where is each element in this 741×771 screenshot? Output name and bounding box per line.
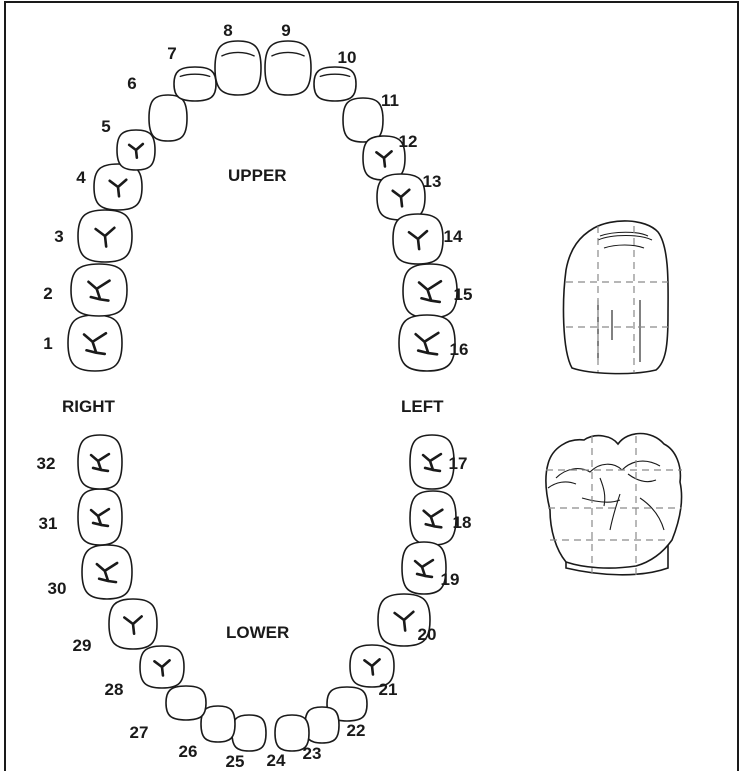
tooth-number-16: 16 [450, 340, 469, 359]
tooth-10[interactable] [314, 67, 356, 101]
tooth-1[interactable] [68, 315, 122, 371]
tooth-crown-outline [174, 67, 216, 101]
tooth-19[interactable] [402, 542, 446, 594]
tooth-8[interactable] [215, 41, 261, 95]
right-label: RIGHT [62, 397, 116, 416]
tooth-number-14: 14 [444, 227, 463, 246]
tooth-6[interactable] [149, 95, 187, 141]
tooth-13[interactable] [377, 174, 425, 220]
tooth-number-27: 27 [130, 723, 149, 742]
tooth-number-2: 2 [43, 284, 52, 303]
tooth-number-32: 32 [37, 454, 56, 473]
tooth-number-21: 21 [379, 680, 398, 699]
tooth-4[interactable] [94, 164, 142, 210]
tooth-number-22: 22 [347, 721, 366, 740]
tooth-number-24: 24 [267, 751, 286, 770]
tooth-23[interactable] [305, 707, 339, 743]
tooth-number-13: 13 [423, 172, 442, 191]
tooth-27[interactable] [166, 686, 206, 720]
left-label: LEFT [401, 397, 444, 416]
upper-label: UPPER [228, 166, 287, 185]
tooth-crown-outline [265, 41, 311, 95]
tooth-crown-outline [343, 98, 383, 142]
tooth-crown-outline [399, 315, 455, 371]
tooth-number-10: 10 [338, 48, 357, 67]
tooth-crown-outline [149, 95, 187, 141]
tooth-number-4: 4 [76, 168, 86, 187]
tooth-30[interactable] [82, 545, 132, 599]
tooth-number-11: 11 [381, 91, 399, 110]
lower-label: LOWER [226, 623, 289, 642]
tooth-crown-outline [78, 435, 122, 489]
tooth-28[interactable] [140, 646, 184, 688]
tooth-18[interactable] [410, 491, 456, 545]
tooth-number-17: 17 [449, 454, 468, 473]
tooth-crown-outline [215, 41, 261, 95]
tooth-number-labels: 1234567891011121314151617181920212223242… [37, 21, 473, 771]
tooth-crown-outline [305, 707, 339, 743]
tooth-32[interactable] [78, 435, 122, 489]
tooth-2[interactable] [71, 264, 127, 316]
tooth-number-8: 8 [223, 21, 232, 40]
tooth-number-18: 18 [453, 513, 472, 532]
tooth-14[interactable] [393, 214, 443, 264]
tooth-11[interactable] [343, 98, 383, 142]
tooth-17[interactable] [410, 435, 454, 489]
tooth-crown-outline [201, 706, 235, 742]
tooth-3[interactable] [78, 210, 132, 262]
tooth-crown-outline [68, 315, 122, 371]
tooth-crown-outline [403, 264, 457, 318]
tooth-crown-outline [166, 686, 206, 720]
tooth-crown-outline [410, 491, 456, 545]
tooth-26[interactable] [201, 706, 235, 742]
tooth-crown-outline [314, 67, 356, 101]
tooth-crown-outline [71, 264, 127, 316]
tooth-31[interactable] [78, 489, 122, 545]
tooth-crown-outline [232, 715, 266, 751]
tooth-crown-outline [402, 542, 446, 594]
tooth-5[interactable] [117, 130, 155, 170]
tooth-29[interactable] [109, 599, 157, 649]
tooth-number-23: 23 [303, 744, 322, 763]
tooth-9[interactable] [265, 41, 311, 95]
tooth-number-15: 15 [454, 285, 473, 304]
tooth-7[interactable] [174, 67, 216, 101]
tooth-15[interactable] [403, 264, 457, 318]
tooth-25[interactable] [232, 715, 266, 751]
tooth-number-26: 26 [179, 742, 198, 761]
tooth-number-3: 3 [54, 227, 63, 246]
molar-surface-diagram [546, 434, 682, 577]
tooth-number-29: 29 [73, 636, 92, 655]
tooth-number-1: 1 [43, 334, 52, 353]
tooth-crown-outline [410, 435, 454, 489]
tooth-crown-outline [82, 545, 132, 599]
tooth-number-6: 6 [127, 74, 136, 93]
tooth-number-5: 5 [101, 117, 110, 136]
tooth-16[interactable] [399, 315, 455, 371]
tooth-number-7: 7 [167, 44, 176, 63]
tooth-number-31: 31 [39, 514, 58, 533]
tooth-number-25: 25 [226, 752, 245, 771]
incisor-surface-diagram [564, 221, 669, 374]
tooth-number-9: 9 [281, 21, 290, 40]
tooth-number-28: 28 [105, 680, 124, 699]
tooth-number-12: 12 [399, 132, 418, 151]
tooth-number-30: 30 [48, 579, 67, 598]
tooth-number-20: 20 [418, 625, 437, 644]
tooth-crown-outline [78, 489, 122, 545]
tooth-number-19: 19 [441, 570, 460, 589]
